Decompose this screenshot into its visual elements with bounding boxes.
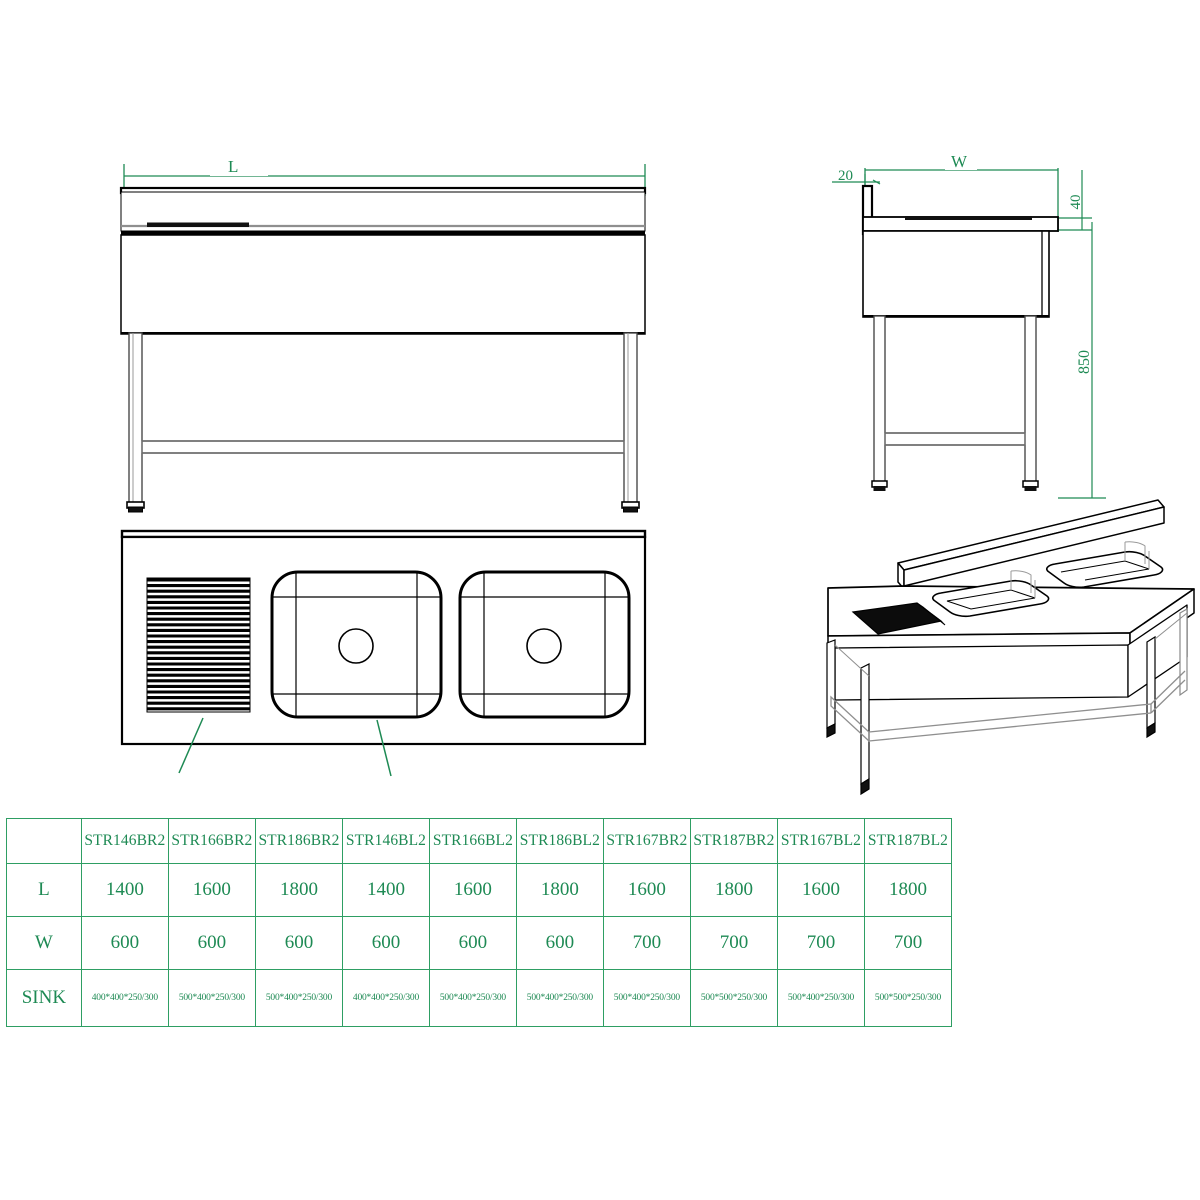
- specification-table: STR146BR2 STR166BR2 STR186BR2 STR146BL2 …: [6, 818, 953, 1027]
- row-label-L: L: [6, 863, 82, 917]
- W-value-1: 600: [167, 916, 256, 970]
- leg-back-side: [1022, 315, 1039, 491]
- header-corner-cell: [6, 818, 82, 864]
- plan-view: [120, 529, 647, 777]
- under-shelf: [141, 440, 625, 454]
- leader-line-sink: [376, 719, 392, 777]
- leg-right: [621, 332, 640, 513]
- L-value-7: 1800: [689, 863, 778, 917]
- SINK-value-9: 500*500*250/300: [863, 969, 953, 1027]
- dimension-label-20: 20: [838, 168, 853, 184]
- model-header-3: STR146BL2: [341, 818, 430, 864]
- W-value-2: 600: [254, 916, 343, 970]
- SINK-value-1: 500*400*250/300: [167, 969, 256, 1027]
- SINK-value-8: 500*400*250/300: [776, 969, 865, 1027]
- table-header-row: STR146BR2 STR166BR2 STR186BR2 STR146BL2 …: [6, 818, 953, 864]
- dimension-label-L: L: [228, 157, 238, 176]
- sink-bowl-3d-left: [932, 570, 1050, 618]
- SINK-value-4: 500*400*250/300: [428, 969, 517, 1027]
- row-label-W: W: [6, 916, 82, 970]
- model-header-8: STR167BL2: [776, 818, 865, 864]
- sink-bowl-3d-right: [1046, 541, 1164, 589]
- L-value-9: 1800: [863, 863, 953, 917]
- SINK-value-0: 400*400*250/300: [80, 969, 169, 1027]
- L-value-0: 1400: [80, 863, 169, 917]
- model-header-1: STR166BR2: [167, 818, 256, 864]
- drain-hole-right: [526, 628, 562, 664]
- side-elevation-view: W 20 40 850: [832, 150, 1106, 499]
- leg-front-side: [871, 315, 888, 491]
- L-value-8: 1600: [776, 863, 865, 917]
- model-header-7: STR187BR2: [689, 818, 778, 864]
- dimension-line-850: [1058, 222, 1106, 499]
- model-header-0: STR146BR2: [80, 818, 169, 864]
- SINK-value-6: 500*400*250/300: [602, 969, 691, 1027]
- SINK-value-3: 400*400*250/300: [341, 969, 430, 1027]
- table-row-sink: SINK 400*400*250/300 500*400*250/300 500…: [6, 969, 953, 1027]
- L-value-6: 1600: [602, 863, 691, 917]
- leg-left: [126, 332, 145, 513]
- dimension-label-850: 850: [1076, 350, 1093, 374]
- W-value-8: 700: [776, 916, 865, 970]
- isometric-3d-view: [826, 499, 1195, 796]
- table-row-width: W 600 600 600 600 600 600 700 700 700 70…: [6, 916, 953, 970]
- row-label-SINK: SINK: [6, 969, 82, 1027]
- L-value-3: 1400: [341, 863, 430, 917]
- L-value-2: 1800: [254, 863, 343, 917]
- sink-bowl-left: [270, 570, 443, 719]
- under-shelf-side: [884, 432, 1026, 446]
- model-header-2: STR186BR2: [254, 818, 343, 864]
- drainboard-ribbing: [146, 577, 251, 713]
- SINK-value-5: 500*400*250/300: [515, 969, 604, 1027]
- leader-line-drainboard: [178, 717, 204, 774]
- drain-hole-left: [338, 628, 374, 664]
- table-row-length: L 1400 1600 1800 1400 1600 1800 1600 180…: [6, 863, 953, 917]
- W-value-0: 600: [80, 916, 169, 970]
- model-header-4: STR166BL2: [428, 818, 517, 864]
- L-value-1: 1600: [167, 863, 256, 917]
- sink-bowl-right: [458, 570, 631, 719]
- W-value-5: 600: [515, 916, 604, 970]
- dimension-label-40: 40: [1068, 195, 1084, 210]
- model-header-6: STR167BR2: [602, 818, 691, 864]
- dimension-label-W: W: [951, 152, 968, 171]
- W-value-7: 700: [689, 916, 778, 970]
- SINK-value-7: 500*500*250/300: [689, 969, 778, 1027]
- L-value-4: 1600: [428, 863, 517, 917]
- W-value-9: 700: [863, 916, 953, 970]
- legs-3d: [826, 607, 1188, 796]
- W-value-4: 600: [428, 916, 517, 970]
- W-value-6: 700: [602, 916, 691, 970]
- under-shelf-3d: [830, 670, 1186, 743]
- front-elevation-view: L: [119, 154, 647, 513]
- dimension-line-40: [1058, 170, 1092, 231]
- W-value-3: 600: [341, 916, 430, 970]
- SINK-value-2: 500*400*250/300: [254, 969, 343, 1027]
- model-header-5: STR186BL2: [515, 818, 604, 864]
- model-header-9: STR187BL2: [863, 818, 953, 864]
- L-value-5: 1800: [515, 863, 604, 917]
